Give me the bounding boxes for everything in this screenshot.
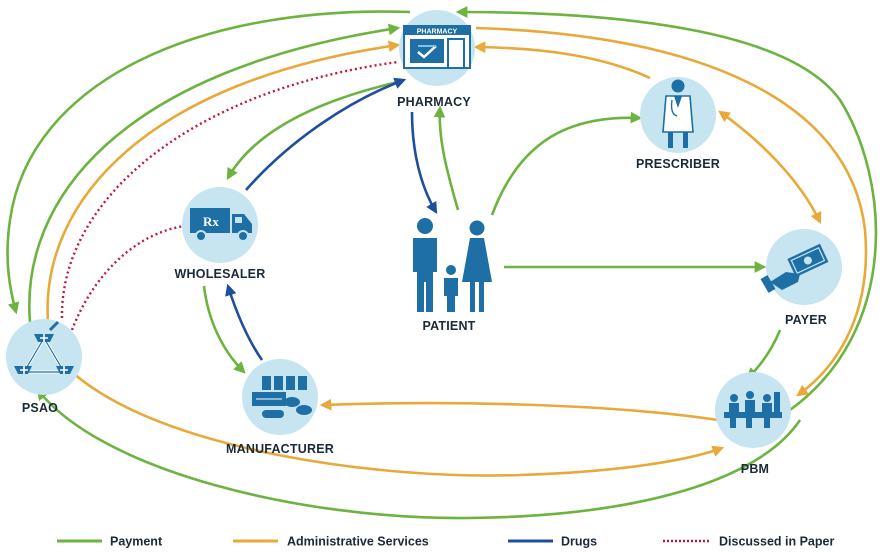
payment-flow-wholesaler-manufacturer: [202, 285, 246, 374]
legend-label-drugs: Drugs: [561, 535, 597, 549]
svg-text:Rx: Rx: [203, 214, 219, 229]
pills-icon: [252, 376, 312, 418]
legend-item-discussed: Discussed in Paper: [663, 535, 834, 549]
admin-flow-psao-pbm: [71, 371, 725, 477]
payment-flow-patient-pharmacy: [433, 105, 460, 211]
discussed-link-psao-wholesaler: [70, 224, 186, 331]
payment-flow-payer-pbm: [746, 329, 782, 380]
pharmacy-sign: PHARMACY: [417, 29, 458, 36]
payment-flow-psao-pbm: [36, 388, 802, 520]
truck-icon: Rx: [190, 208, 252, 242]
drugs-flow-manufacturer-wholesaler: [225, 283, 264, 361]
legend-label-payment: Payment: [110, 535, 163, 549]
legend-item-drugs: Drugs: [508, 535, 597, 549]
admin-flow-pbm-manufacturer: [319, 398, 719, 422]
admin-flow-prescriber-payer: [718, 110, 822, 225]
manufacturer-label: MANUFACTURER: [226, 442, 334, 456]
pharmacy-node: PHARMACY PHARMACY: [397, 10, 475, 109]
payment-flow-patient-prescriber: [490, 111, 643, 216]
legend-item-payment: Payment: [57, 535, 163, 549]
payer-label: PAYER: [785, 313, 827, 327]
family-icon: [413, 218, 492, 312]
legend: Payment Administrative Services Drugs Di…: [57, 535, 834, 549]
payment-flow-psao-pharmacy: [28, 23, 401, 323]
doctor-icon: [662, 79, 694, 148]
discussed-link-psao-pharmacy: [60, 60, 399, 319]
network-icon: [14, 320, 74, 374]
psao-circle: [6, 319, 82, 395]
drugs-flow-pharmacy-patient: [410, 111, 438, 215]
manufacturer-node: MANUFACTURER: [226, 359, 334, 456]
prescriber-label: PRESCRIBER: [636, 157, 720, 171]
prescriber-node: PRESCRIBER: [636, 77, 720, 171]
pharmacy-icon: PHARMACY: [403, 25, 471, 69]
connectors: [6, 6, 878, 520]
pbm-label: PBM: [741, 462, 769, 476]
payment-flow-pbm-pharmacy: [455, 6, 878, 412]
admin-flow-pharmacy-pbm: [475, 26, 868, 397]
psao-node: PSAO: [6, 319, 82, 415]
pharmacy-label: PHARMACY: [397, 95, 471, 109]
patient-node: PATIENT: [413, 218, 492, 333]
money-hand-icon: [760, 243, 829, 293]
psao-label: PSAO: [22, 401, 58, 415]
payer-node: PAYER: [760, 229, 842, 327]
patient-label: PATIENT: [422, 319, 475, 333]
legend-label-admin: Administrative Services: [287, 535, 429, 549]
pbm-node: PBM: [715, 372, 791, 476]
admin-flow-prescriber-pharmacy: [473, 41, 651, 80]
payment-flow-pharmacy-psao: [6, 10, 411, 315]
payment-flow-pharmacy-wholesaler: [226, 80, 399, 181]
wholesaler-node: Rx WHOLESALER: [175, 187, 266, 281]
wholesaler-label: WHOLESALER: [175, 267, 266, 281]
drugs-flow-wholesaler-pharmacy: [245, 77, 407, 191]
meeting-icon: [724, 391, 782, 428]
admin-flow-psao-pharmacy: [46, 40, 401, 323]
legend-item-admin: Administrative Services: [233, 535, 429, 549]
legend-label-discussed: Discussed in Paper: [719, 535, 834, 549]
